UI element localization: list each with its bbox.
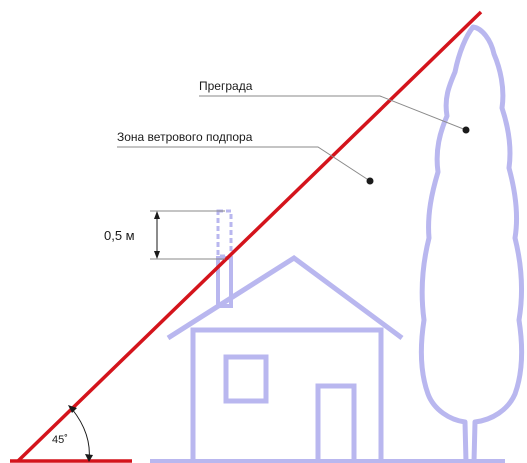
house-walls [190, 327, 384, 462]
angle-label: 45˚ [52, 434, 68, 446]
obstacle-marker [462, 126, 470, 134]
obstacle-leader [199, 95, 467, 131]
angle-arrow-bottom [85, 454, 93, 462]
house-window [223, 354, 269, 404]
dimension-arrow-top [154, 211, 160, 219]
dimension-arrow-bottom [154, 251, 160, 259]
house-door [315, 383, 357, 462]
chimney-pipe [216, 256, 233, 308]
house-roof [166, 254, 404, 341]
height-offset-label: 0,5 м [104, 228, 135, 243]
wind-zone-leader [117, 146, 371, 182]
wind-zone-marker [366, 177, 374, 185]
angle-arrow-top [68, 405, 77, 413]
angle-arc [71, 408, 90, 462]
chimney-extension [216, 209, 233, 258]
tree-obstacle [418, 24, 525, 463]
obstacle-label: Преграда [199, 79, 253, 93]
wind-zone-label: Зона ветрового подпора [117, 130, 253, 144]
wind-boundary-line [16, 10, 483, 463]
